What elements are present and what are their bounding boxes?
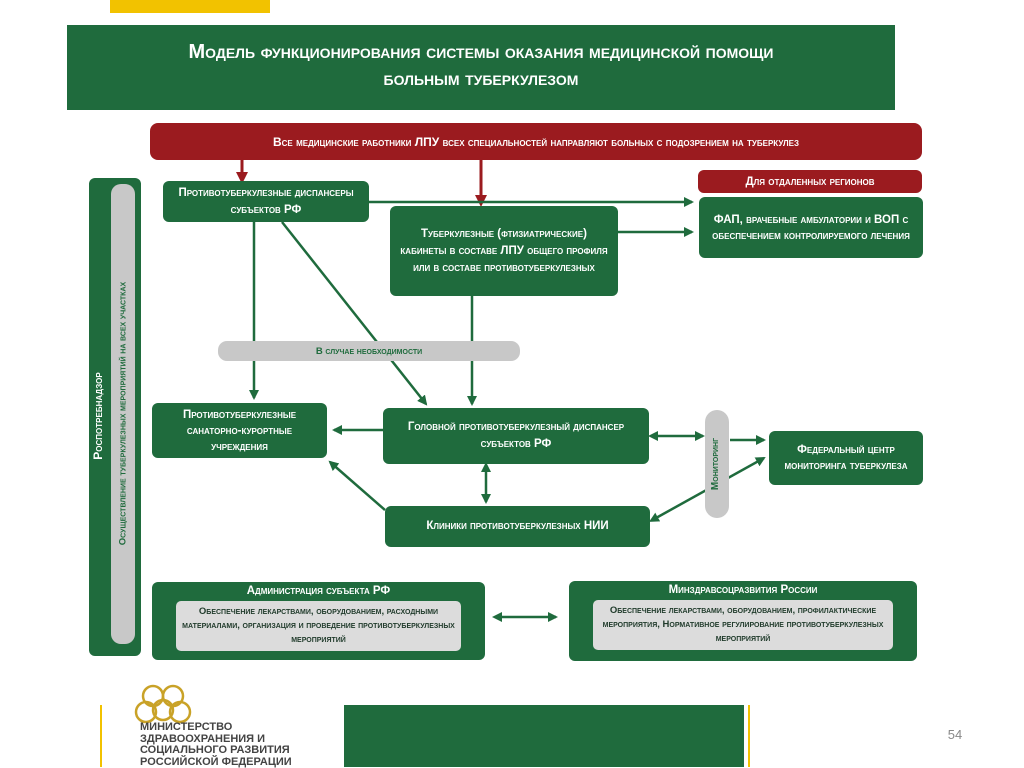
rospotrebnadzor-title: Роспотребнадзор: [91, 372, 105, 460]
ministry-text: Обеспечение лекарствами, оборудованием, …: [593, 600, 893, 650]
dispensaries-node: Противотуберкулезные диспансеры субъекто…: [163, 181, 369, 222]
if-needed-label: В случае необходимости: [218, 341, 520, 361]
monitoring-label: Мониторинг: [710, 437, 721, 491]
rospotrebnadzor-inner: [111, 184, 135, 644]
arrow-dispensaries-to-head: [281, 221, 428, 406]
arrow-clinics-to-sanatorium: [328, 460, 386, 511]
ministry-panel: Минздравсоцразвития России Обеспечение л…: [569, 581, 917, 661]
page-number: 54: [947, 727, 963, 742]
page-subtitle: больным туберкулезом: [383, 68, 579, 90]
head-dispensary-node: Головной противотуберкулезный диспансер …: [383, 408, 649, 464]
ministry-title: Минздравсоцразвития России: [668, 584, 818, 596]
remote-regions-label: Для отдаленных регионов: [698, 170, 922, 193]
referral-banner: Все медицинские работники ЛПУ всех специ…: [150, 123, 922, 160]
ministry-logo-icon: [134, 684, 192, 724]
admin-title: Администрация субъекта РФ: [246, 585, 391, 597]
sanatorium-node: Противотуберкулезные санаторно-курортные…: [152, 403, 327, 458]
footer-divider: [100, 705, 102, 767]
fap-node: ФАП, врачебные амбулатории и ВОП с обесп…: [699, 197, 923, 258]
header-panel: Модель функционирования системы оказания…: [67, 25, 895, 110]
admin-text: Обеспечение лекарствами, оборудованием, …: [176, 601, 461, 651]
top-accent-bar: [110, 0, 270, 13]
federal-center-node: Федеральный центр мониторинга туберкулез…: [769, 431, 923, 485]
clinics-node: Клиники противотуберкулезных НИИ: [385, 506, 650, 547]
footer-green-bar: [344, 705, 744, 767]
tb-cabinets-node: Туберкулезные (фтизиатрические) кабинеты…: [390, 206, 618, 296]
monitoring-pill: [705, 410, 729, 518]
admin-panel: Администрация субъекта РФ Обеспечение ле…: [152, 582, 485, 660]
footer-yellow-line: [748, 705, 750, 767]
page-title: Модель функционирования системы оказания…: [188, 41, 774, 63]
rospotrebnadzor-subtitle: Осуществление туберкулезных мероприятий …: [117, 281, 129, 546]
ministry-logo-text: МИНИСТЕРСТВО ЗДРАВООХРАНЕНИЯ И СОЦИАЛЬНО…: [140, 721, 292, 768]
